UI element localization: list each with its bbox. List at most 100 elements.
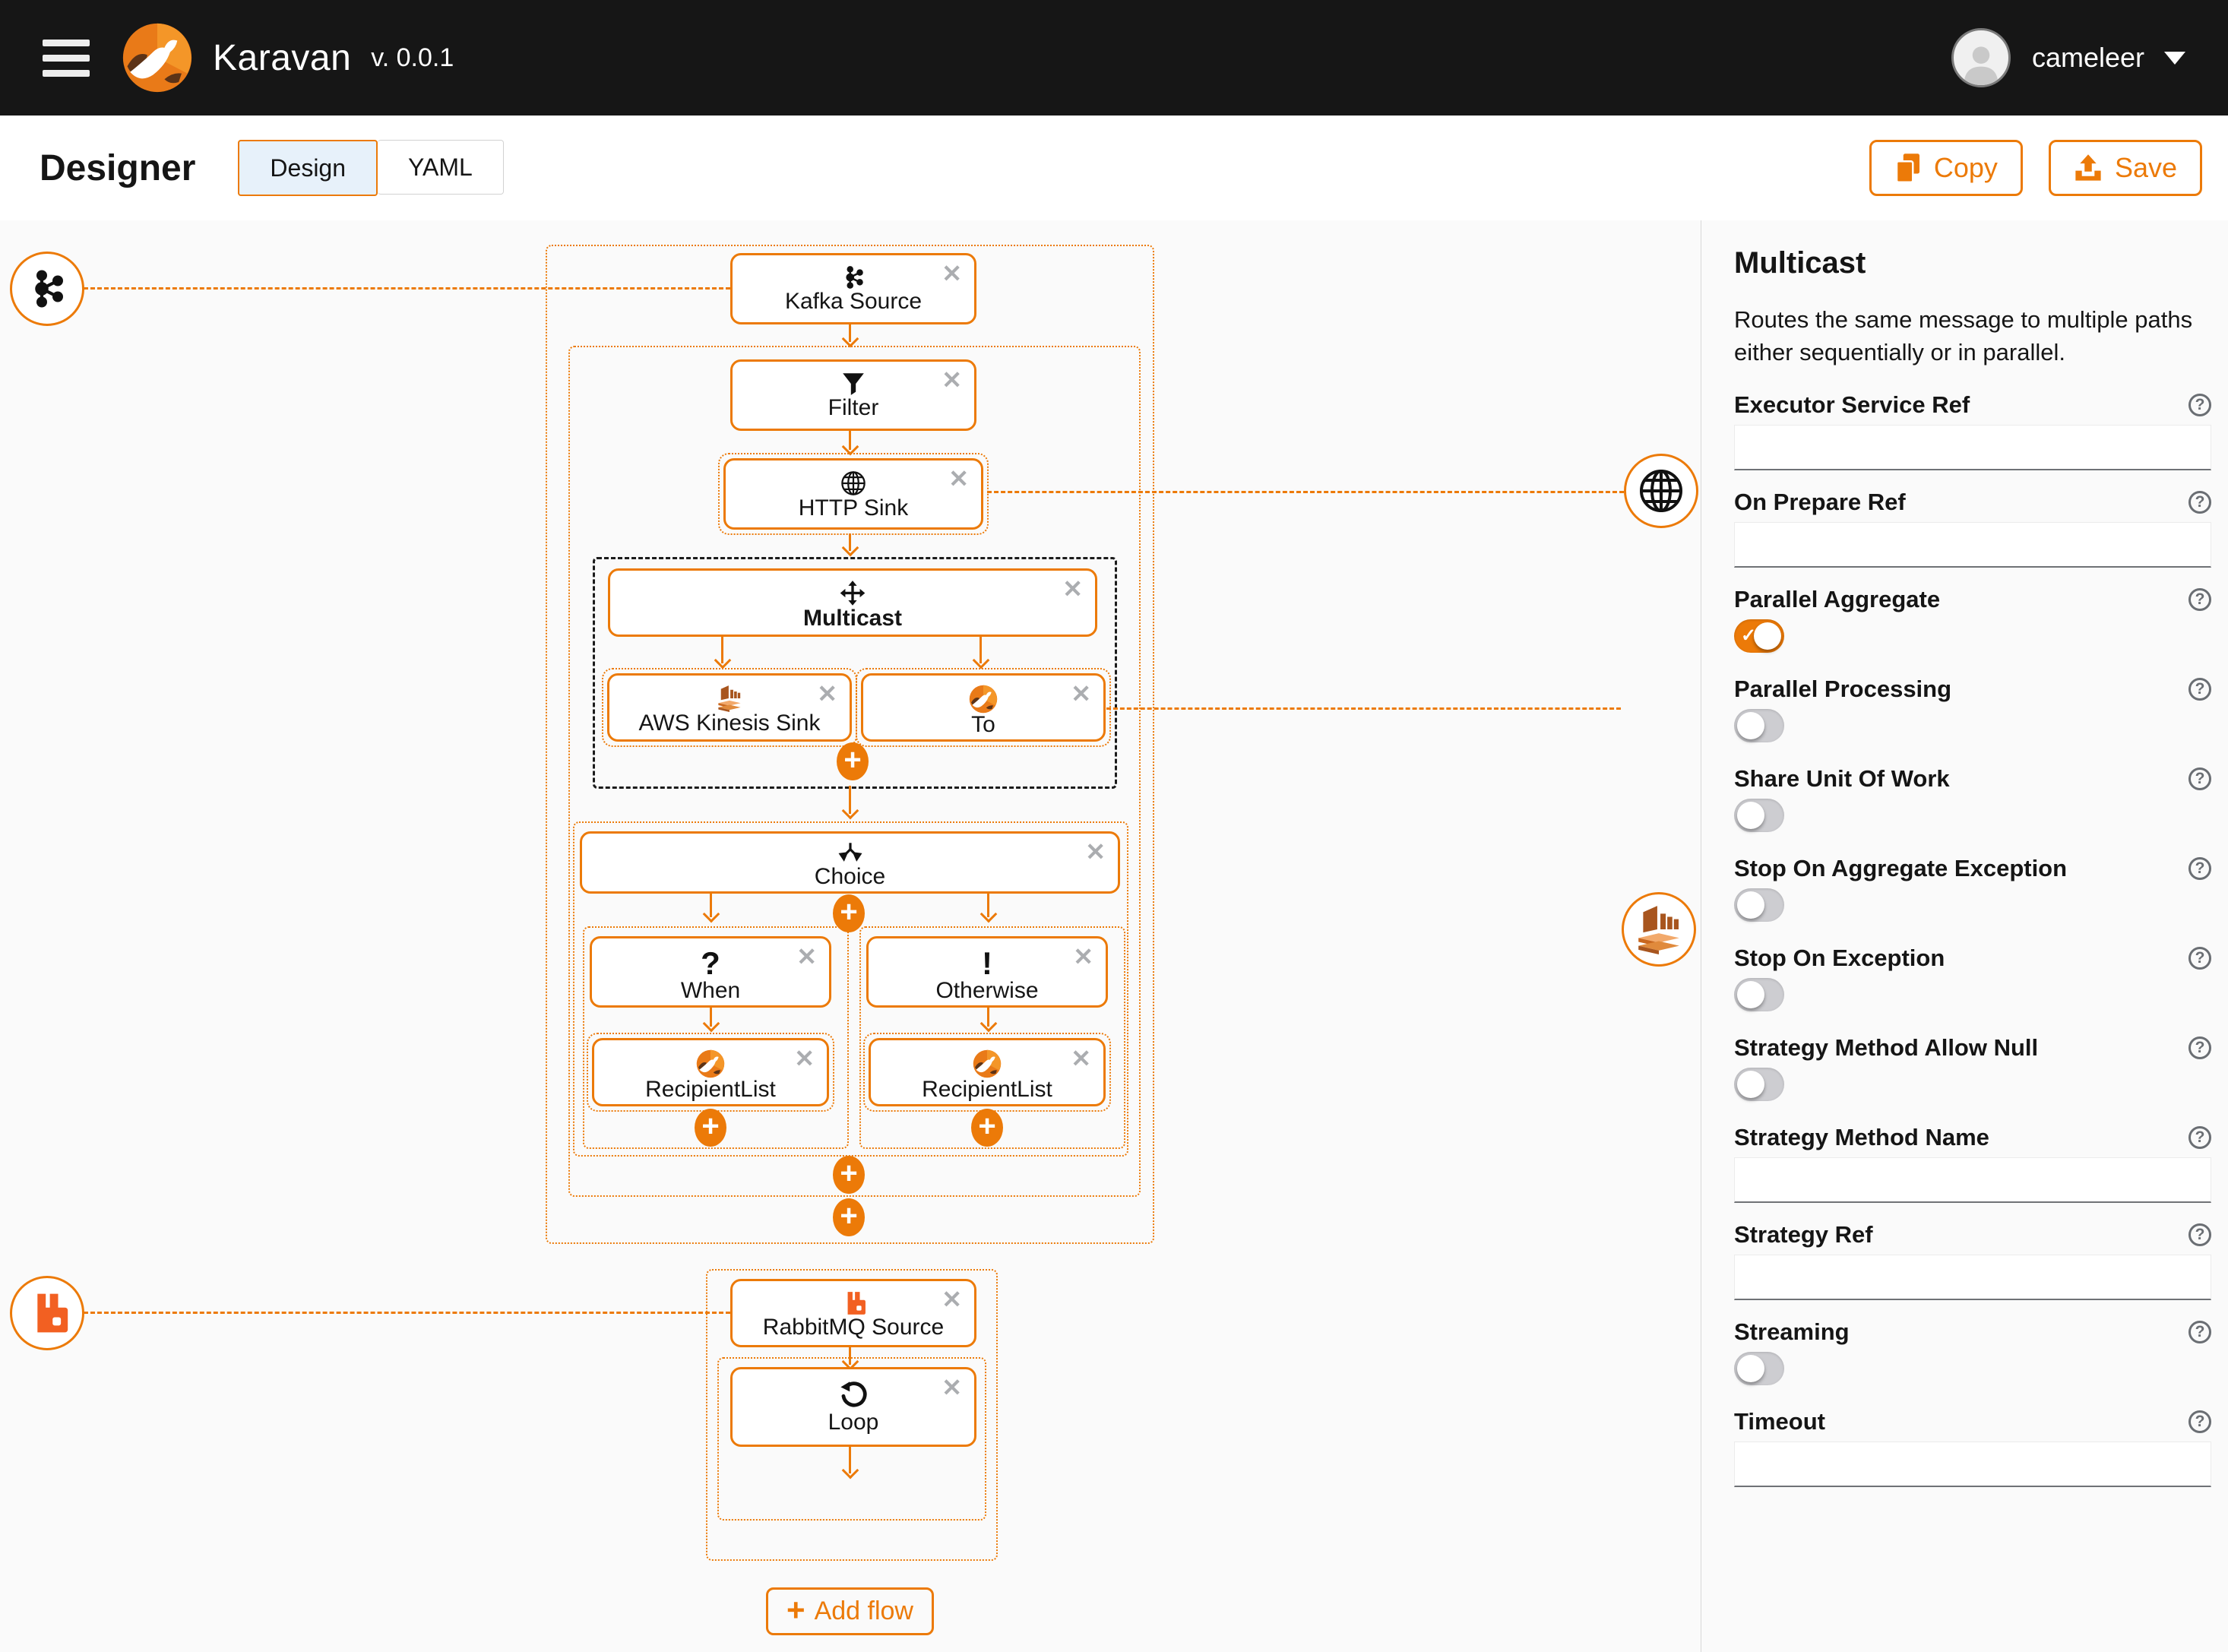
copy-button[interactable]: Copy: [1869, 140, 2023, 196]
executor-service-ref-input[interactable]: [1734, 425, 2211, 470]
stop-on-aggregate-exception-toggle[interactable]: ✓: [1734, 888, 1784, 922]
close-icon[interactable]: [948, 467, 969, 491]
help-icon[interactable]: [2188, 1036, 2211, 1059]
parallel-processing-toggle[interactable]: ✓: [1734, 709, 1784, 742]
flow-arrow: [979, 1008, 996, 1032]
share-unit-of-work-toggle[interactable]: ✓: [1734, 799, 1784, 832]
add-flow-button[interactable]: + Add flow: [766, 1587, 934, 1635]
close-icon[interactable]: [942, 1375, 962, 1400]
node-aws-kinesis-wrap: AWS Kinesis Sink: [602, 668, 857, 747]
parallel-aggregate-toggle[interactable]: ✓: [1734, 619, 1784, 653]
stop-on-exception-toggle[interactable]: ✓: [1734, 978, 1784, 1011]
flow-arrow: [972, 637, 989, 669]
on-prepare-ref-input[interactable]: [1734, 522, 2211, 568]
close-icon[interactable]: [817, 682, 837, 706]
kafka-endpoint[interactable]: [10, 252, 84, 326]
rabbitmq-icon: [37, 1293, 68, 1333]
flow-arrow: [841, 786, 858, 819]
node-recipient-list-2[interactable]: RecipientList: [869, 1038, 1106, 1106]
close-icon[interactable]: [1071, 682, 1091, 706]
flow-canvas[interactable]: Kafka Source Filter HTTP Sink Multicast: [0, 220, 1701, 1652]
field-label: Stop On Exception: [1734, 945, 1945, 971]
field-label: Parallel Processing: [1734, 676, 1952, 702]
close-icon[interactable]: [942, 261, 962, 286]
close-icon[interactable]: [1071, 1046, 1091, 1071]
flow-arrow: [841, 1447, 858, 1479]
timeout-input[interactable]: [1734, 1442, 2211, 1487]
field-label: Streaming: [1734, 1318, 1850, 1345]
node-loop[interactable]: Loop: [730, 1367, 976, 1447]
close-icon[interactable]: [942, 368, 962, 392]
help-icon[interactable]: [2188, 678, 2211, 701]
camel-icon: [696, 1049, 725, 1078]
user-menu[interactable]: cameleer: [2031, 42, 2144, 73]
help-icon[interactable]: [2188, 588, 2211, 611]
help-icon[interactable]: [2188, 394, 2211, 416]
node-to-wrap: To: [856, 668, 1111, 747]
kinesis-endpoint[interactable]: [1622, 892, 1696, 967]
add-step-button[interactable]: [695, 1109, 726, 1147]
strategy-method-name-input[interactable]: [1734, 1157, 2211, 1203]
aws-kinesis-icon: [1638, 906, 1679, 954]
kafka-icon: [840, 264, 866, 290]
strategy-ref-input[interactable]: [1734, 1255, 2211, 1300]
node-to[interactable]: To: [861, 673, 1106, 742]
node-rabbitmq-source[interactable]: RabbitMQ Source: [730, 1279, 976, 1347]
field-label: Strategy Ref: [1734, 1221, 1873, 1248]
save-button[interactable]: Save: [2048, 140, 2202, 196]
avatar[interactable]: [1951, 28, 2011, 87]
flow-arrow: [714, 637, 730, 669]
branch-icon: [837, 840, 863, 866]
otherwise-group: [859, 926, 1125, 1149]
field-label: Strategy Method Name: [1734, 1124, 1989, 1150]
app-title: Karavan: [213, 37, 352, 78]
add-step-button[interactable]: [833, 1156, 865, 1194]
help-icon[interactable]: [2188, 1126, 2211, 1149]
filter-icon: [840, 371, 866, 397]
add-step-button[interactable]: [833, 1198, 865, 1236]
node-when[interactable]: ? When: [590, 936, 831, 1008]
rabbitmq-endpoint[interactable]: [10, 1276, 84, 1350]
node-otherwise[interactable]: ! Otherwise: [866, 936, 1108, 1008]
hamburger-menu-icon[interactable]: [43, 39, 90, 77]
close-icon[interactable]: [1062, 577, 1083, 601]
add-step-button[interactable]: [833, 894, 865, 932]
tab-design[interactable]: Design: [238, 140, 378, 196]
flow-arrow: [841, 431, 858, 455]
node-recipient-list-1[interactable]: RecipientList: [592, 1038, 829, 1106]
http-endpoint[interactable]: [1624, 454, 1698, 528]
flow-arrow: [841, 324, 858, 347]
help-icon[interactable]: [2188, 491, 2211, 514]
strategy-method-allow-null-toggle[interactable]: ✓: [1734, 1068, 1784, 1101]
close-icon[interactable]: [1073, 945, 1093, 969]
chevron-down-icon[interactable]: [2164, 51, 2185, 65]
help-icon[interactable]: [2188, 1223, 2211, 1246]
node-aws-kinesis-sink[interactable]: AWS Kinesis Sink: [607, 673, 852, 742]
close-icon[interactable]: [1085, 840, 1106, 864]
node-http-sink[interactable]: HTTP Sink: [723, 458, 983, 530]
node-kafka-source[interactable]: Kafka Source: [730, 253, 976, 324]
globe-icon: [1640, 470, 1682, 512]
properties-panel: Multicast Routes the same message to mul…: [1701, 220, 2228, 1652]
help-icon[interactable]: [2188, 1321, 2211, 1343]
node-choice[interactable]: Choice: [580, 831, 1120, 894]
help-icon[interactable]: [2188, 1410, 2211, 1433]
node-multicast[interactable]: Multicast: [608, 568, 1097, 637]
help-icon[interactable]: [2188, 857, 2211, 880]
kinesis-connector-line: [1106, 707, 1621, 710]
close-icon[interactable]: [942, 1287, 962, 1312]
help-icon[interactable]: [2188, 767, 2211, 790]
globe-icon: [840, 470, 867, 497]
flow-arrow: [979, 894, 996, 923]
help-icon[interactable]: [2188, 947, 2211, 970]
close-icon[interactable]: [796, 945, 817, 969]
tab-yaml[interactable]: YAML: [378, 140, 504, 195]
streaming-toggle[interactable]: ✓: [1734, 1352, 1784, 1385]
node-recipientlist1-wrap: RecipientList: [587, 1033, 834, 1112]
field-label: Share Unit Of Work: [1734, 765, 1950, 792]
add-step-button[interactable]: [971, 1109, 1003, 1147]
copy-icon: [1895, 153, 1919, 183]
add-step-button[interactable]: [837, 742, 869, 780]
node-filter[interactable]: Filter: [730, 359, 976, 431]
close-icon[interactable]: [794, 1046, 815, 1071]
